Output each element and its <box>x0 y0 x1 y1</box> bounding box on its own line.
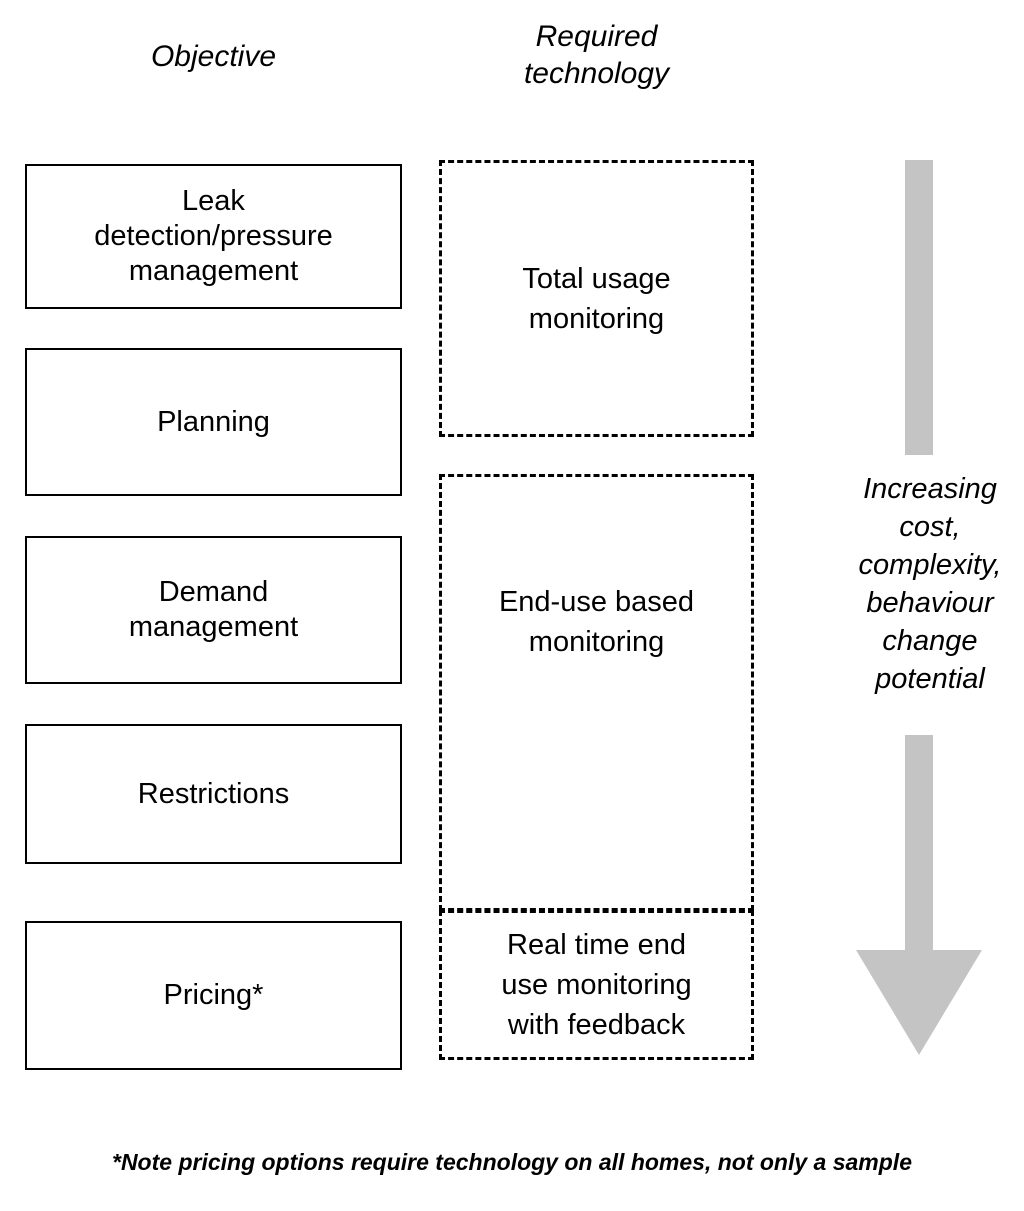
technology-box-label: End-use based monitoring <box>498 586 695 658</box>
technology-box-label: Total usage monitoring <box>522 262 671 335</box>
column-header-objective: Objective <box>150 40 277 73</box>
objective-box-leak-detection[interactable]: Leak detection/pressure management <box>25 164 402 309</box>
objective-box-label: Leak detection/pressure management <box>94 185 333 287</box>
arrow-caption-increasing-cost-complexity: Increasing cost, complexity, behaviour c… <box>858 473 1002 695</box>
objective-box-label: Restrictions <box>137 777 290 810</box>
technology-box-label: Real time end use monitoring with feedba… <box>501 929 692 1041</box>
objective-box-label: Demand management <box>128 576 299 643</box>
technology-box-end-use-based-monitoring[interactable]: End-use based monitoring <box>439 474 754 911</box>
technology-box-total-usage-monitoring[interactable]: Total usage monitoring <box>439 160 754 437</box>
footnote-pricing-note: *Note pricing options require technology… <box>112 1149 912 1175</box>
technology-box-real-time-end-use-monitoring[interactable]: Real time end use monitoring with feedba… <box>439 910 754 1060</box>
objective-box-label: Pricing* <box>163 979 264 1011</box>
objective-box-pricing[interactable]: Pricing* <box>25 921 402 1070</box>
column-header-required-technology: Required technology <box>523 20 670 90</box>
objective-box-label: Planning <box>157 405 270 438</box>
objective-box-demand-management[interactable]: Demand management <box>25 536 402 684</box>
objective-box-restrictions[interactable]: Restrictions <box>25 724 402 864</box>
objective-box-planning[interactable]: Planning <box>25 348 402 496</box>
